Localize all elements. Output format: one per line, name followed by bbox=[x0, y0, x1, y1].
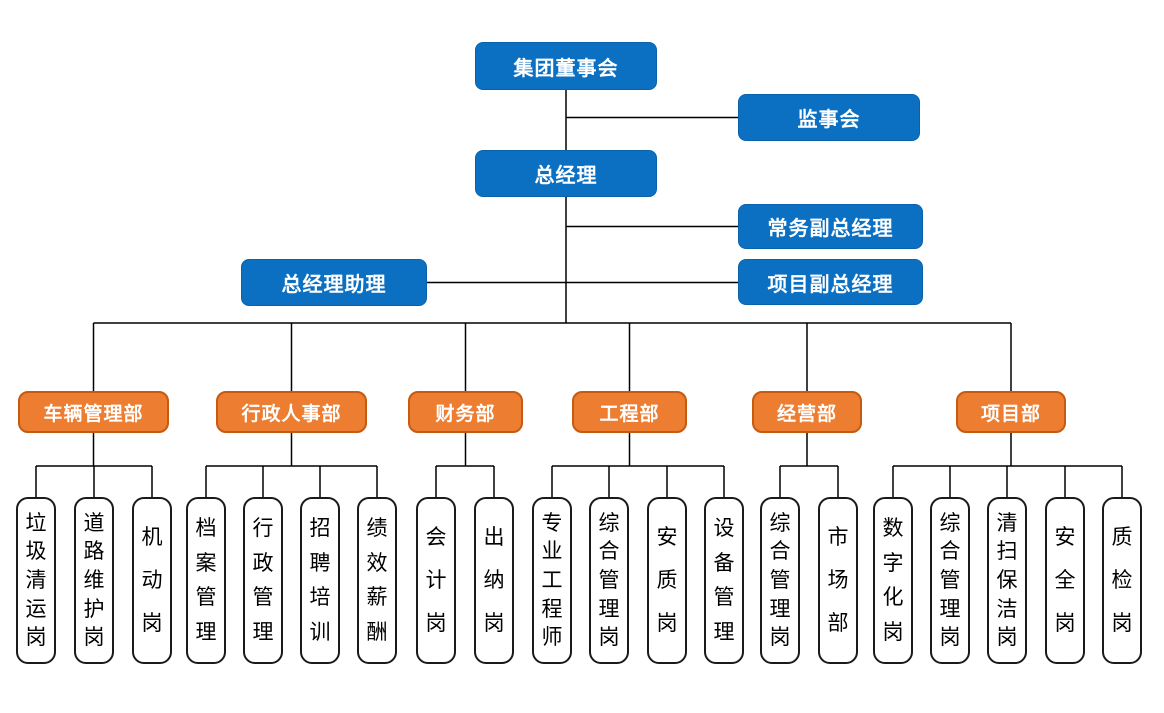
position-label: 数字化岗 bbox=[882, 516, 904, 644]
position-node: 市场部 bbox=[818, 497, 858, 664]
position-label: 机动岗 bbox=[141, 525, 163, 635]
project-deputy-gm-label: 项目副总经理 bbox=[767, 271, 894, 296]
gm-assistant-label: 总经理助理 bbox=[281, 272, 387, 296]
position-node: 设备管理 bbox=[704, 497, 744, 664]
board-label: 集团董事会 bbox=[513, 55, 619, 80]
gm-assistant-node: 总经理助理 bbox=[241, 259, 427, 306]
position-node: 综合管理岗 bbox=[930, 497, 970, 664]
department-node-finance: 财务部 bbox=[408, 391, 523, 433]
position-node: 专业工程师 bbox=[532, 497, 572, 664]
position-node: 出纳岗 bbox=[474, 497, 514, 664]
department-label: 车辆管理部 bbox=[43, 402, 144, 425]
position-node: 安质岗 bbox=[647, 497, 687, 664]
position-node: 会计岗 bbox=[416, 497, 456, 664]
position-node: 绩效薪酬 bbox=[357, 497, 397, 664]
department-node-operations: 经营部 bbox=[752, 391, 862, 433]
position-label: 安全岗 bbox=[1054, 525, 1076, 635]
position-node: 综合管理岗 bbox=[589, 497, 629, 664]
executive-deputy-gm-node: 常务副总经理 bbox=[738, 204, 923, 249]
position-label: 安质岗 bbox=[656, 525, 678, 635]
position-label: 清扫保洁岗 bbox=[996, 510, 1018, 650]
department-node-engineering: 工程部 bbox=[572, 391, 687, 433]
department-label: 财务部 bbox=[435, 402, 496, 425]
position-node: 档案管理 bbox=[186, 497, 226, 664]
department-label: 行政人事部 bbox=[241, 402, 342, 425]
position-label: 设备管理 bbox=[713, 516, 735, 644]
position-label: 行政管理 bbox=[252, 516, 274, 644]
general-manager-node: 总经理 bbox=[475, 150, 657, 197]
position-label: 专业工程师 bbox=[541, 510, 563, 650]
position-label: 综合管理岗 bbox=[598, 510, 620, 650]
position-node: 垃圾清运岗 bbox=[16, 497, 56, 664]
board-node: 集团董事会 bbox=[475, 42, 657, 90]
position-node: 招聘培训 bbox=[300, 497, 340, 664]
project-deputy-gm-node: 项目副总经理 bbox=[738, 259, 923, 305]
position-node: 道路维护岗 bbox=[74, 497, 114, 664]
position-label: 质检岗 bbox=[1111, 525, 1133, 635]
position-label: 综合管理岗 bbox=[769, 510, 791, 650]
position-label: 垃圾清运岗 bbox=[25, 510, 47, 650]
supervisory-board-label: 监事会 bbox=[797, 107, 861, 131]
position-label: 招聘培训 bbox=[309, 516, 331, 644]
position-node: 安全岗 bbox=[1045, 497, 1085, 664]
executive-deputy-gm-label: 常务副总经理 bbox=[767, 216, 894, 240]
position-node: 清扫保洁岗 bbox=[987, 497, 1027, 664]
position-label: 绩效薪酬 bbox=[366, 516, 388, 644]
position-node: 机动岗 bbox=[132, 497, 172, 664]
general-manager-label: 总经理 bbox=[534, 163, 598, 187]
position-label: 道路维护岗 bbox=[83, 510, 105, 650]
department-node-admin-hr: 行政人事部 bbox=[216, 391, 367, 433]
position-label: 档案管理 bbox=[195, 516, 217, 644]
position-label: 会计岗 bbox=[425, 525, 447, 635]
position-label: 市场部 bbox=[827, 525, 849, 635]
position-label: 出纳岗 bbox=[483, 525, 505, 635]
position-label: 综合管理岗 bbox=[939, 510, 961, 650]
position-node: 质检岗 bbox=[1102, 497, 1142, 664]
department-label: 经营部 bbox=[776, 402, 837, 425]
position-node: 综合管理岗 bbox=[760, 497, 800, 664]
department-node-vehicle-management: 车辆管理部 bbox=[18, 391, 169, 433]
department-node-project: 项目部 bbox=[956, 391, 1066, 433]
position-node: 数字化岗 bbox=[873, 497, 913, 664]
department-label: 工程部 bbox=[599, 402, 660, 425]
department-label: 项目部 bbox=[980, 402, 1041, 425]
position-node: 行政管理 bbox=[243, 497, 283, 664]
supervisory-board-node: 监事会 bbox=[738, 94, 920, 141]
